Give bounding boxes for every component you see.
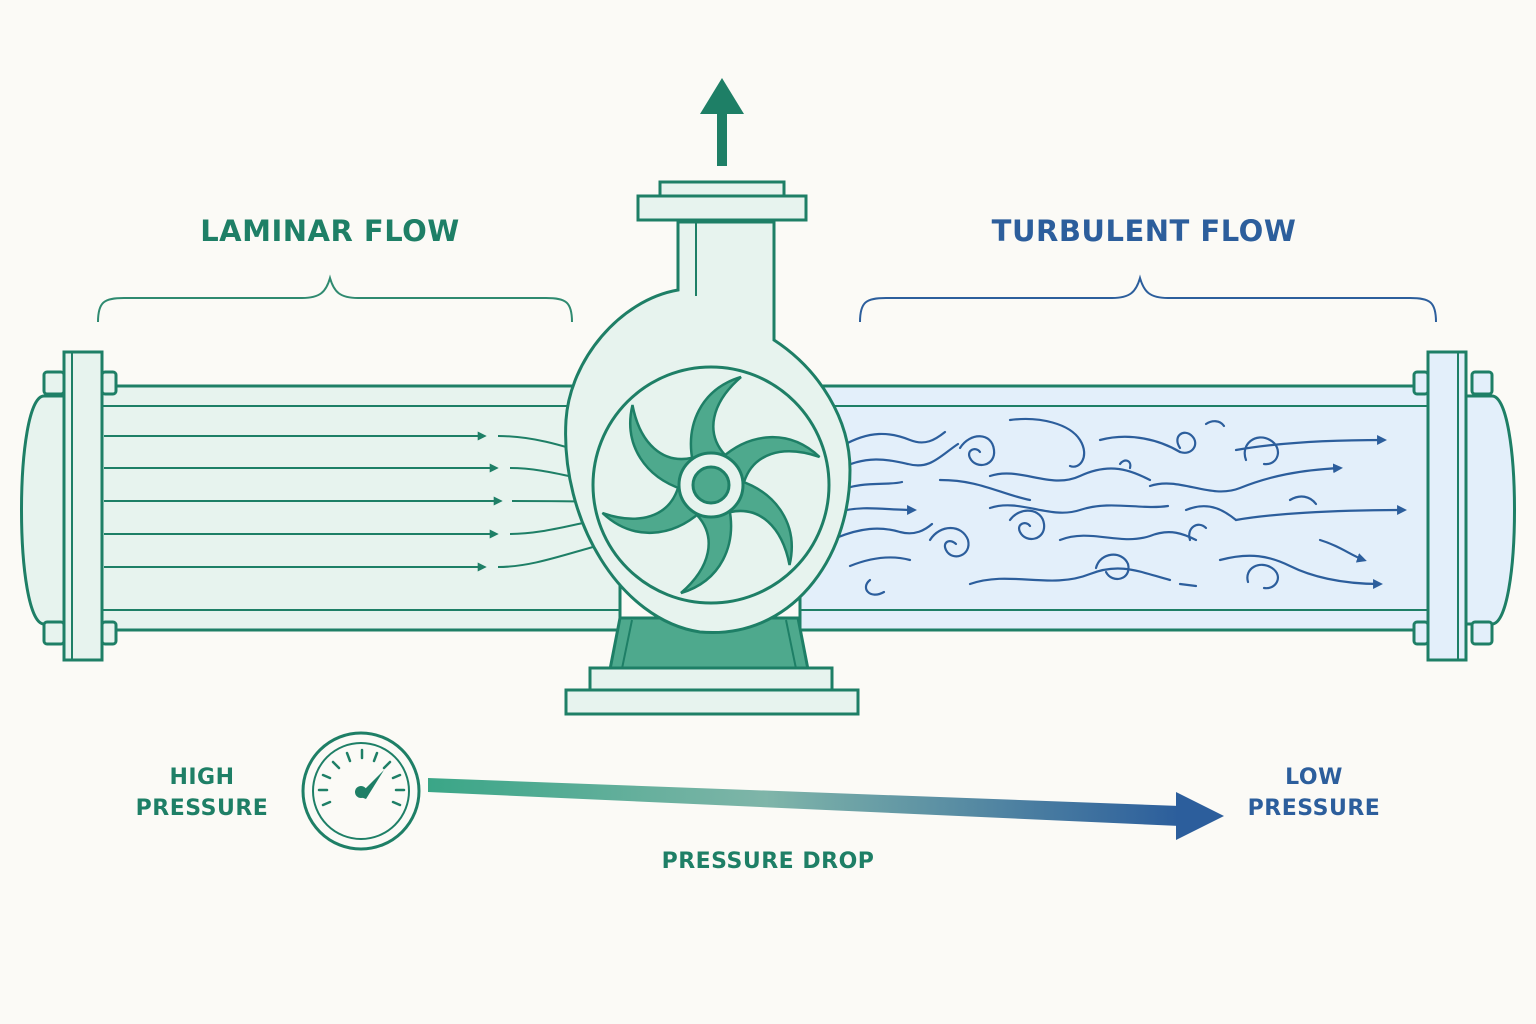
turbulent-flow-label: TURBULENT FLOW xyxy=(991,214,1297,248)
low-pressure-line-1: LOW xyxy=(1285,765,1343,790)
laminar-streamlines xyxy=(104,431,601,572)
laminar-brace xyxy=(97,274,573,323)
left-flange xyxy=(42,350,118,662)
left-end-cap xyxy=(20,394,72,626)
laminar-pipe xyxy=(98,384,622,632)
pump-base xyxy=(564,616,860,716)
outlet-arrow-icon xyxy=(700,78,744,166)
high-pressure-line-2: PRESSURE xyxy=(135,796,269,821)
low-pressure-label: LOW PRESSURE xyxy=(1222,762,1406,824)
right-end-cap xyxy=(1464,394,1516,626)
pressure-drop-label: PRESSURE DROP xyxy=(661,849,875,874)
high-pressure-label: HIGH PRESSURE xyxy=(110,762,294,824)
right-flange xyxy=(1412,350,1494,662)
turbulent-pipe xyxy=(798,384,1432,632)
low-pressure-line-2: PRESSURE xyxy=(1247,796,1381,821)
high-pressure-line-1: HIGH xyxy=(169,765,235,790)
turbulent-brace xyxy=(859,274,1437,323)
impeller-icon xyxy=(601,375,821,595)
pressure-gauge-icon xyxy=(301,731,421,851)
turbulent-streamlines xyxy=(834,417,1407,596)
pressure-drop-arrow-icon xyxy=(428,778,1224,840)
laminar-flow-label: LAMINAR FLOW xyxy=(200,214,460,248)
